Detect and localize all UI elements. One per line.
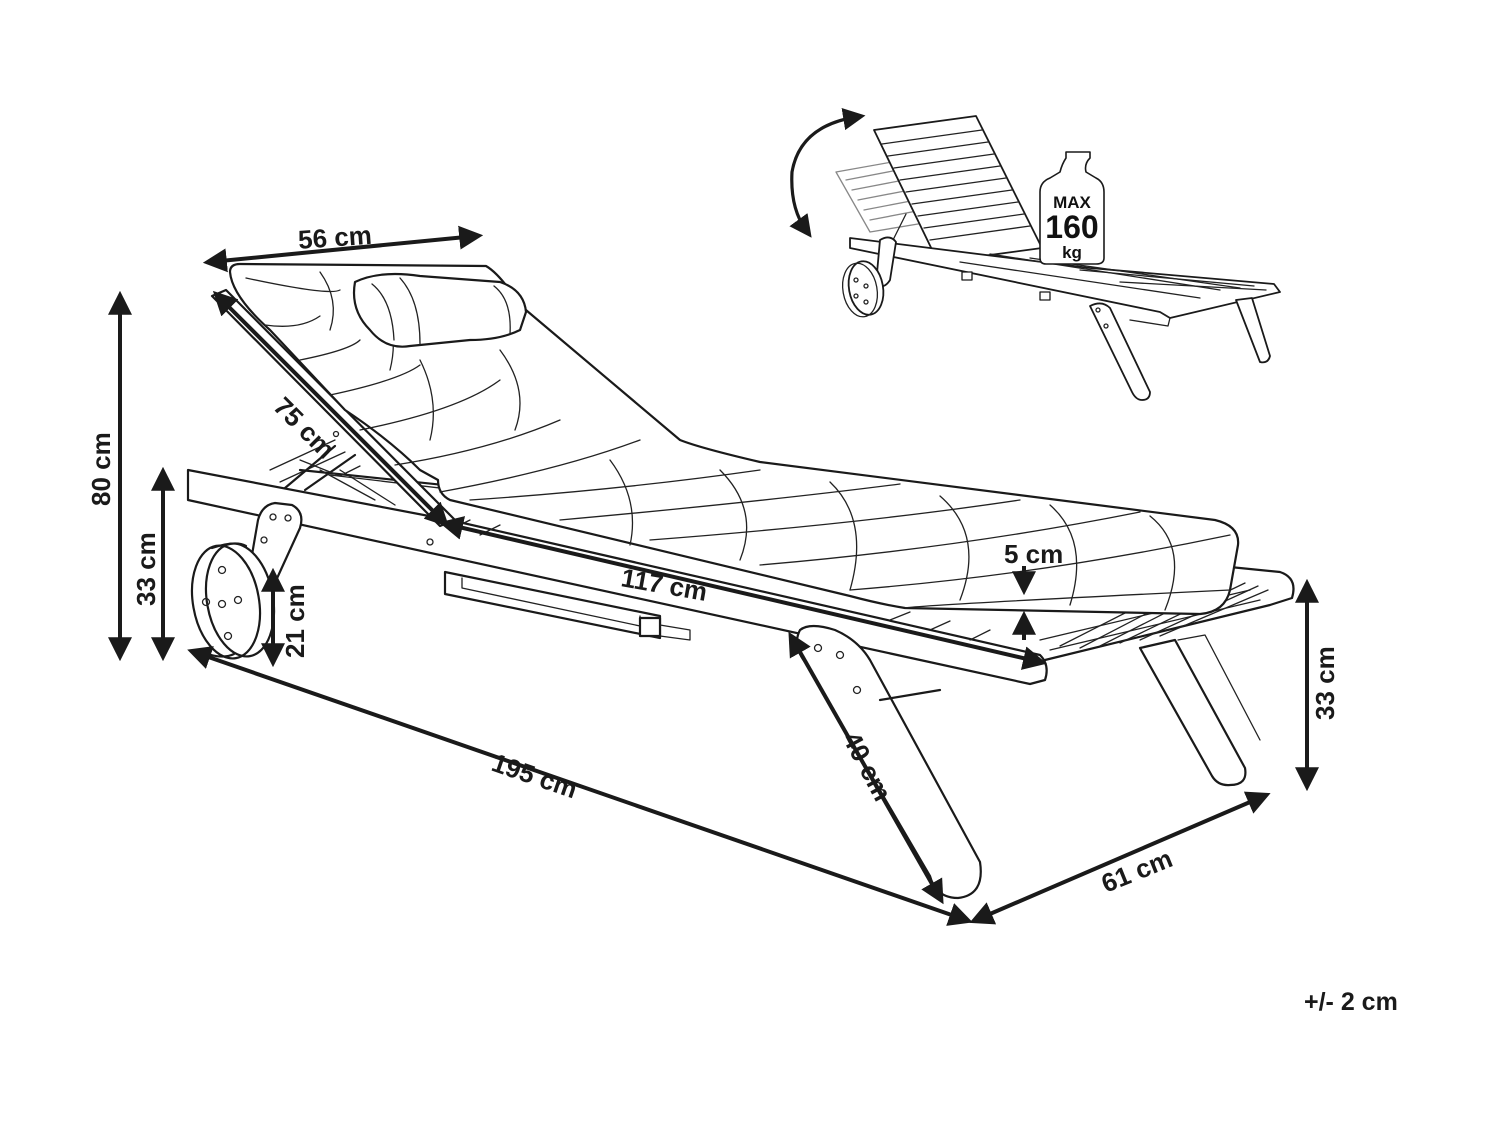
label-total-length: 195 cm — [488, 747, 581, 804]
label-wheel-height: 21 cm — [280, 584, 310, 658]
adjustment-illustration: MAX 160 kg — [789, 107, 1281, 401]
wheel-assembly — [190, 501, 303, 660]
tolerance-note: +/- 2 cm — [1304, 988, 1398, 1016]
label-height-seat: 33 cm — [131, 532, 161, 606]
label-height-seat-right: 33 cm — [1310, 646, 1340, 720]
max-load-label: MAX — [1053, 193, 1091, 212]
label-width-top: 56 cm — [297, 220, 373, 255]
pillow — [352, 272, 528, 348]
max-load-unit: kg — [1062, 243, 1082, 262]
max-load-value: 160 — [1045, 209, 1098, 245]
dimension-lines — [108, 225, 1319, 926]
label-height-total: 80 cm — [86, 432, 116, 506]
max-load-weight-icon: MAX 160 kg — [1039, 151, 1105, 265]
label-cushion-thickness: 5 cm — [1004, 539, 1063, 569]
